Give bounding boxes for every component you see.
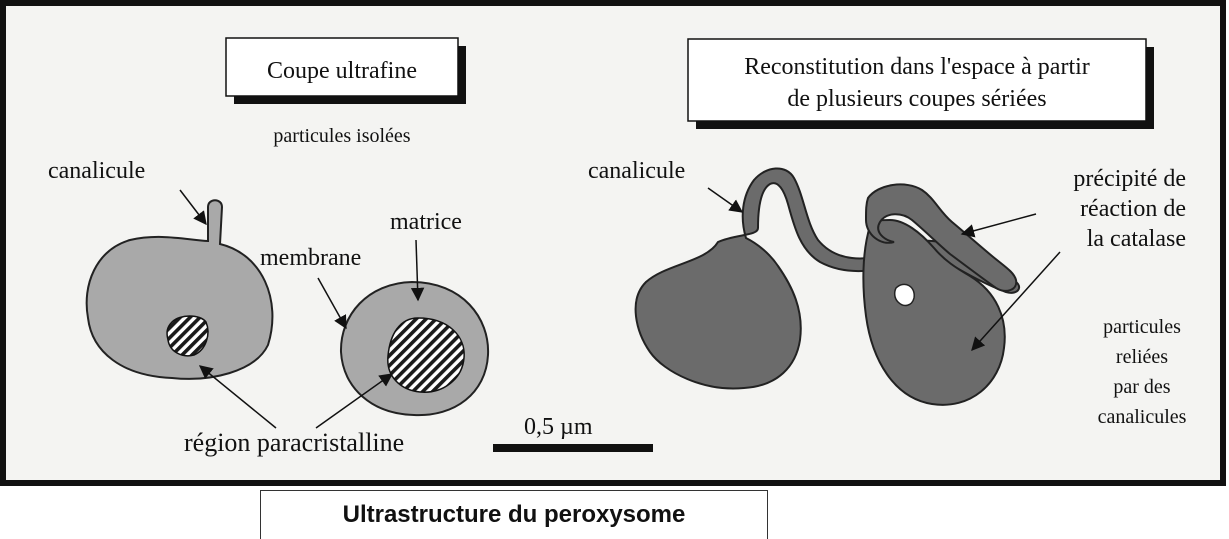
label-precipite-line1: précipité de (1073, 166, 1186, 192)
label-particules-line4: canalicules (1098, 406, 1187, 428)
label-particules-line2: reliées (1116, 346, 1168, 368)
label-membrane: membrane (260, 245, 361, 271)
title-box-left-text: Coupe ultrafine (267, 58, 417, 84)
label-region-paracristalline: région paracristalline (184, 428, 404, 457)
title-box-right-line2: de plusieurs coupes sériées (787, 86, 1046, 112)
diagram-frame: Coupe ultrafine particules isolées Recon… (0, 0, 1229, 490)
scale-bar-label: 0,5 µm (524, 414, 593, 440)
label-matrice: matrice (390, 209, 462, 235)
label-canalicule-right: canalicule (588, 158, 685, 184)
paracrystalline-region-large (388, 318, 464, 392)
label-canalicule-left: canalicule (48, 158, 145, 184)
label-precipite-line2: réaction de (1080, 196, 1186, 222)
scale-bar (493, 444, 653, 452)
label-precipite-line3: la catalase (1087, 226, 1186, 252)
label-particules-line1: particules (1103, 316, 1181, 338)
subtitle-left: particules isolées (273, 125, 410, 147)
figure-caption: Ultrastructure du peroxysome (260, 490, 768, 539)
particle-hole (895, 284, 915, 305)
peroxisome-diagram: Coupe ultrafine particules isolées Recon… (0, 0, 1229, 490)
title-box-right-line1: Reconstitution dans l'espace à partir (744, 54, 1090, 80)
label-particules-line3: par des (1113, 376, 1170, 398)
paracrystalline-region-small (167, 316, 208, 356)
